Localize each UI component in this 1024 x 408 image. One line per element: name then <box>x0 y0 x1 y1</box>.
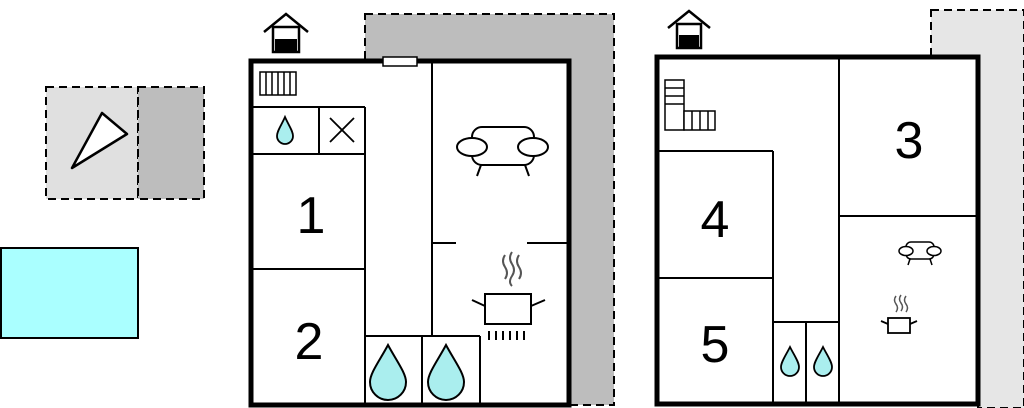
room-2-label: 2 <box>295 313 324 371</box>
sofa-icon <box>898 241 942 266</box>
house-icon <box>263 12 309 54</box>
ground-floor-outline <box>248 58 572 408</box>
closet-x-icon <box>329 117 355 143</box>
terrace-area <box>364 13 615 406</box>
pool-area <box>0 247 139 339</box>
toilet-icon <box>813 344 833 377</box>
compass-icon <box>70 111 129 170</box>
house-icon <box>667 9 711 50</box>
garden-plot <box>45 86 205 200</box>
room-3-label: 3 <box>895 112 924 170</box>
room-4-label: 4 <box>701 191 730 249</box>
shower-icon <box>780 344 800 377</box>
sink-icon <box>276 114 294 145</box>
radiator-icon <box>259 71 297 96</box>
shower-icon <box>368 342 408 401</box>
door-icon <box>382 56 418 67</box>
ground-floor: 1 2 <box>248 12 615 408</box>
upper-floor: 3 4 5 <box>654 9 1024 408</box>
stove-icon <box>880 294 918 334</box>
stairs-icon <box>664 79 716 131</box>
room-1-label: 1 <box>297 187 326 245</box>
toilet-icon <box>426 342 466 401</box>
room-5-label: 5 <box>701 316 730 374</box>
stove-icon <box>471 251 546 340</box>
sofa-icon <box>456 126 549 177</box>
